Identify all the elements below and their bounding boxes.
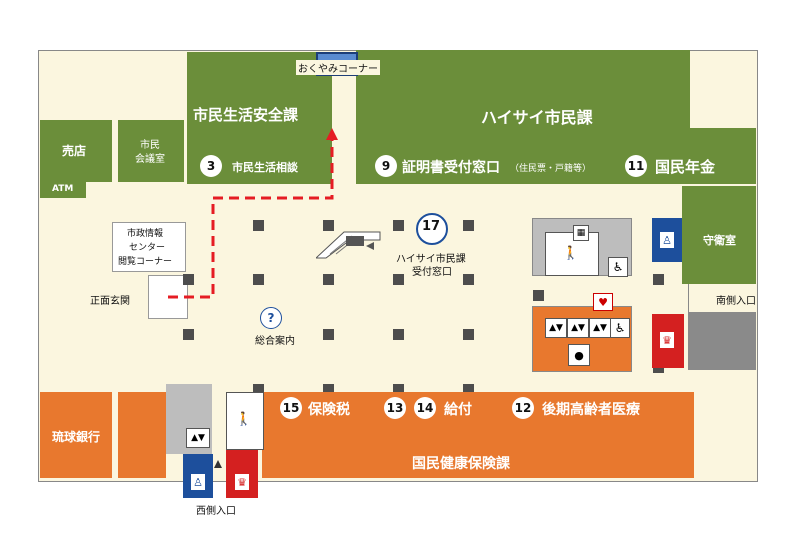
haisai-window-2: 受付窓口 (412, 267, 452, 278)
elderly-label: 後期高齢者医療 (542, 402, 640, 418)
pillar (183, 329, 194, 340)
guard-room[interactable] (682, 186, 756, 284)
badge-9: 9 (375, 155, 397, 177)
badge-15: 15 (280, 397, 302, 419)
elevator-icon[interactable]: ▲▼ (589, 318, 611, 338)
wheelchair-icon: ♿ (610, 318, 630, 338)
payment-label: 給付 (444, 402, 472, 418)
badge-3: 3 (200, 155, 222, 177)
main-entrance-door[interactable] (148, 275, 188, 319)
civic-safety-area-top (187, 52, 317, 90)
nhi-label: 国民健康保険課 (412, 456, 510, 472)
stairs-icon: 🚶 (560, 244, 582, 262)
escalator-icon (316, 231, 381, 259)
pillar (463, 329, 474, 340)
pillar (253, 274, 264, 285)
toilet-small-icon: ▦ (573, 225, 589, 241)
pillar (393, 274, 404, 285)
nhi-area[interactable] (262, 392, 694, 478)
haisai-window-1: ハイサイ市民課 (396, 254, 466, 265)
stairs-icon: 🚶 (232, 410, 256, 428)
haisai-area-ext (356, 128, 756, 184)
nursing-icon: ● (568, 344, 590, 366)
elevator-icon[interactable]: ▲▼ (545, 318, 567, 338)
shop-label: 売店 (62, 144, 87, 158)
pillar (253, 384, 264, 395)
guide-icon[interactable]: ? (260, 307, 282, 329)
pillar (463, 220, 474, 231)
insurance-tax-label: 保険税 (308, 402, 350, 418)
atm-label: ATM (52, 184, 74, 194)
bank-label: 琉球銀行 (52, 430, 101, 444)
pillar (533, 290, 544, 301)
pillar (323, 274, 334, 285)
pillar (393, 220, 404, 231)
meeting-room[interactable] (118, 120, 184, 182)
south-entrance-label: 南側入口 (716, 296, 756, 307)
pillar (323, 384, 334, 395)
info-corner-1: 市政情報 (127, 229, 164, 239)
west-entrance-label: 西側入口 (196, 506, 236, 517)
pension-label: 国民年金 (655, 158, 716, 176)
info-corner[interactable] (112, 222, 186, 272)
badge-12: 12 (512, 397, 534, 419)
elevator-icon[interactable]: ▲▼ (567, 318, 589, 338)
pillar (393, 329, 404, 340)
women-toilet-icon: ♛ (660, 332, 674, 348)
guide-label: 総合案内 (255, 336, 295, 347)
bottom-orange-left (118, 392, 166, 478)
pillar (183, 274, 194, 285)
guide-icon-glyph: ? (267, 311, 275, 325)
elevator-icon[interactable]: ▲▼ (186, 428, 210, 448)
badge-14: 14 (414, 397, 436, 419)
pillar (463, 274, 474, 285)
pillar (253, 220, 264, 231)
condolence-label: おくやみコーナー (296, 60, 380, 75)
women-toilet-icon: ♛ (235, 474, 249, 490)
certificate-label: 証明書受付窓口 (402, 160, 500, 176)
west-entrance-arrow (214, 460, 222, 468)
men-toilet-icon: ♙ (191, 474, 205, 490)
shop-area[interactable] (40, 120, 112, 182)
badge-13: 13 (384, 397, 406, 419)
bottom-left-bank[interactable] (40, 392, 112, 478)
main-entrance-label: 正面玄関 (90, 296, 130, 307)
info-corner-2: センター (129, 243, 166, 253)
pillar (653, 274, 664, 285)
badge-11: 11 (625, 155, 647, 177)
pillar (463, 384, 474, 395)
civic-consult-label: 市民生活相談 (232, 161, 298, 174)
meeting-label-2: 会議室 (135, 154, 165, 165)
info-corner-3: 閲覧コーナー (118, 257, 173, 267)
south-entrance-door[interactable] (688, 284, 709, 312)
badge-17-circle (416, 213, 448, 245)
aed-icon: ♥ (593, 293, 613, 311)
certificate-note: （住民票・戸籍等） (510, 164, 592, 174)
pillar (393, 384, 404, 395)
civic-safety-label: 市民生活安全課 (193, 106, 299, 124)
guard-label: 守衛室 (703, 234, 736, 247)
pillar (323, 220, 334, 231)
haisai-label: ハイサイ市民課 (481, 108, 593, 127)
atm-area[interactable] (40, 182, 86, 198)
pillar (323, 329, 334, 340)
badge-17: 17 (422, 219, 441, 234)
meeting-label-1: 市民 (140, 140, 160, 151)
storage-right (688, 312, 756, 370)
wheelchair-icon: ♿ (608, 257, 628, 277)
men-toilet-icon: ♙ (660, 232, 674, 248)
